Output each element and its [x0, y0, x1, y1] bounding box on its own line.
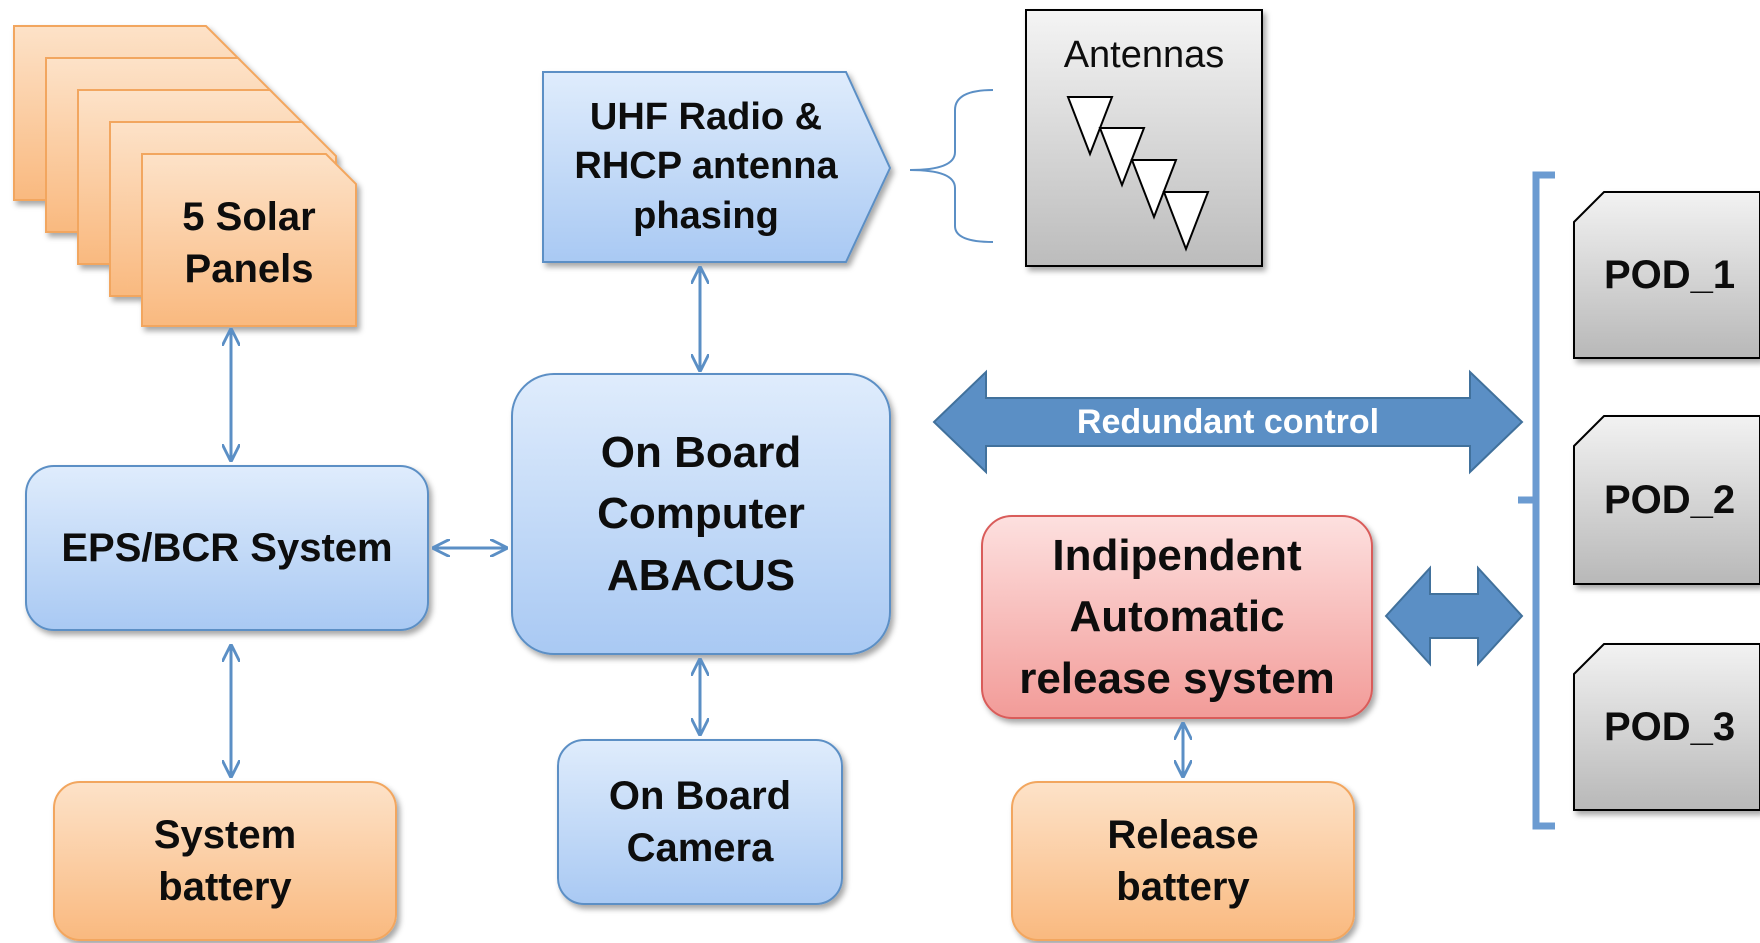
- solar-panels-label: 5 Solar Panels: [182, 195, 316, 291]
- antenna-triangles-icon: [1066, 96, 1210, 252]
- pod-2-label: POD_2: [1604, 478, 1736, 522]
- pod-3-label: POD_3: [1604, 705, 1736, 749]
- connector-lines: [231, 268, 1183, 776]
- obc-block: [511, 373, 891, 655]
- redundant-control-label: Redundant control: [1076, 402, 1380, 441]
- pod-2-block: [1573, 415, 1760, 585]
- redundant-control-arrow: [932, 369, 1524, 475]
- uhf-radio-label: UHF Radio & RHCP antenna phasing: [574, 95, 838, 237]
- pod-3-block: [1573, 643, 1760, 811]
- solar-panel-stack: [13, 25, 357, 327]
- eps-bcr-block: [25, 465, 429, 631]
- camera-label: On Board Camera: [608, 774, 792, 870]
- release-battery-label: Release battery: [1107, 813, 1259, 909]
- pod-1-label: POD_1: [1604, 253, 1736, 297]
- release-system-label: Indipendent Automatic release system: [1019, 530, 1335, 703]
- release-battery-block: [1011, 781, 1355, 941]
- eps-bcr-label: EPS/BCR System: [61, 526, 393, 570]
- antennas-block: [1025, 9, 1263, 267]
- system-battery-block: [53, 781, 397, 941]
- uhf-radio-block: [542, 71, 892, 263]
- camera-block: [557, 739, 843, 905]
- system-battery-label: System battery: [153, 813, 297, 909]
- antenna-brace: [909, 89, 994, 243]
- pod-1-block: [1573, 191, 1760, 359]
- antennas-label: Antennas: [1063, 34, 1225, 77]
- obc-label: On Board Computer ABACUS: [597, 427, 805, 600]
- pod-group-bracket: [1518, 171, 1555, 830]
- release-pod-arrow: [1384, 565, 1524, 667]
- release-system-block: [981, 515, 1373, 719]
